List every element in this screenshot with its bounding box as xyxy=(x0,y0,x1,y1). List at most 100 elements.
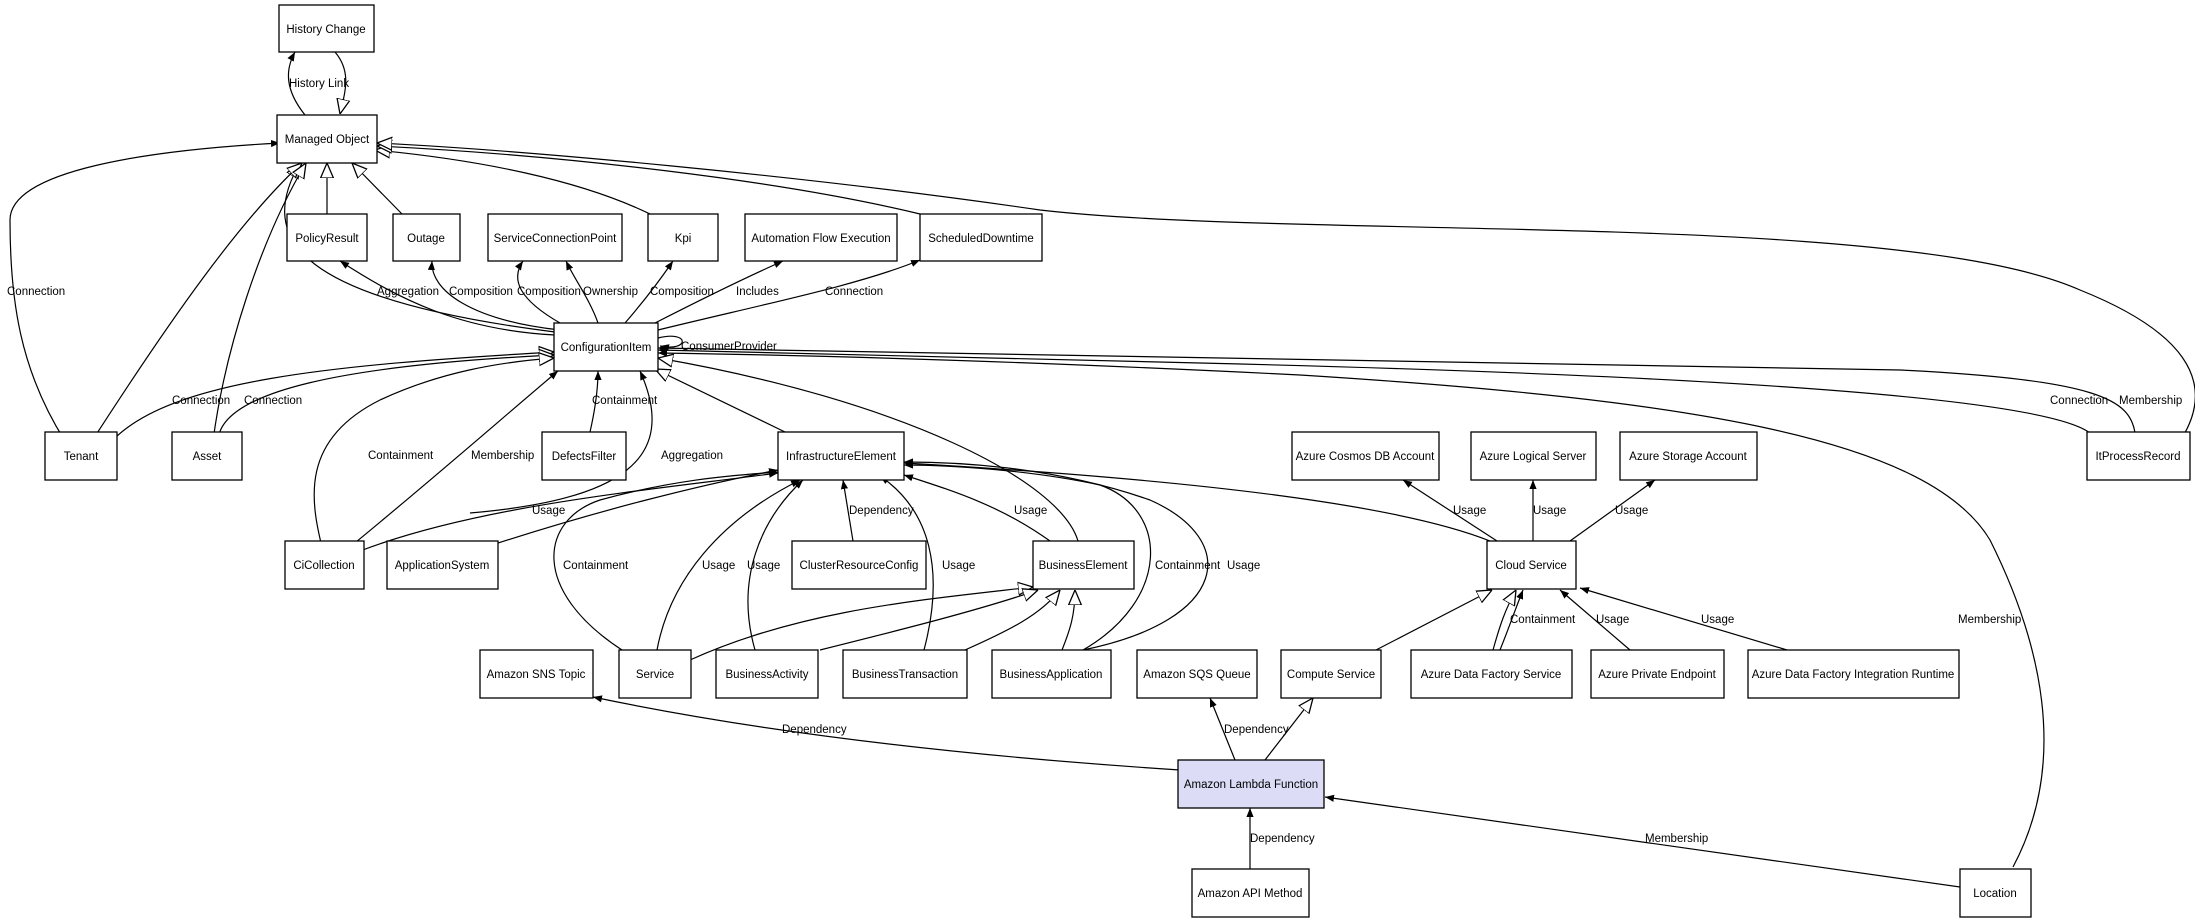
node-asset[interactable]: Asset xyxy=(171,431,243,481)
node-business-application[interactable]: BusinessApplication xyxy=(991,649,1112,699)
node-managed-object[interactable]: Managed Object xyxy=(276,114,378,164)
node-label: BusinessElement xyxy=(1039,560,1129,572)
label-ownership-scp: Ownership xyxy=(583,286,638,298)
node-label: Amazon SNS Topic xyxy=(487,669,586,681)
node-label: ConfigurationItem xyxy=(561,342,652,354)
edge-ci-scp-ownership xyxy=(565,260,599,324)
edge-clusterconfig-infra xyxy=(840,479,854,542)
edge-businessapp-businesselement xyxy=(1061,590,1075,651)
node-defects-filter[interactable]: DefectsFilter xyxy=(541,431,627,481)
node-tenant[interactable]: Tenant xyxy=(44,431,118,481)
label-membership-location-lambda: Membership xyxy=(1645,833,1708,845)
label-membership-cicollection: Membership xyxy=(471,450,534,462)
node-amazon-sns-topic[interactable]: Amazon SNS Topic xyxy=(479,649,594,699)
label-dependency-api: Dependency xyxy=(1250,833,1315,845)
edge-adf-cloud-containment xyxy=(1499,589,1524,651)
edge-businessactivity-infra xyxy=(747,479,804,651)
node-infrastructure-element[interactable]: InfrastructureElement xyxy=(777,431,905,481)
node-label: BusinessActivity xyxy=(725,669,808,681)
node-label: InfrastructureElement xyxy=(786,451,897,463)
edge-location-ci xyxy=(657,349,2045,868)
node-amazon-lambda-function[interactable]: Amazon Lambda Function xyxy=(1177,759,1325,809)
label-containment-cicollection: Containment xyxy=(368,450,434,462)
node-kpi[interactable]: Kpi xyxy=(647,213,719,262)
node-it-process-record[interactable]: ItProcessRecord xyxy=(2086,431,2191,481)
node-service[interactable]: Service xyxy=(618,649,692,699)
edge-ci-kpi xyxy=(624,260,674,324)
node-azure-private-endpoint[interactable]: Azure Private Endpoint xyxy=(1590,649,1725,699)
edge-lambda-sqs xyxy=(1209,697,1236,761)
node-configuration-item[interactable]: ConfigurationItem xyxy=(553,322,659,372)
label-tenant-connection: Connection xyxy=(7,286,65,298)
node-business-transaction[interactable]: BusinessTransaction xyxy=(842,649,968,699)
node-application-system[interactable]: ApplicationSystem xyxy=(386,540,499,590)
edge-asset-ci xyxy=(217,355,554,442)
edge-service-businesselement xyxy=(689,587,1033,661)
node-label: ApplicationSystem xyxy=(395,560,490,572)
node-label: Azure Data Factory Service xyxy=(1421,669,1562,681)
node-automation-flow-execution[interactable]: Automation Flow Execution xyxy=(744,213,898,262)
edge-managed-object-history-change xyxy=(287,51,306,116)
node-amazon-api-method[interactable]: Amazon API Method xyxy=(1191,868,1310,918)
edge-scheduleddowntime-managed-object xyxy=(377,146,921,215)
node-label: PolicyResult xyxy=(295,233,359,245)
node-service-connection-point[interactable]: ServiceConnectionPoint xyxy=(487,213,623,262)
node-history-change[interactable]: History Change xyxy=(278,4,375,53)
edge-itprocessrecord-managed-object xyxy=(377,143,2195,442)
edge-ci-scp-composition xyxy=(514,260,561,324)
node-label: Azure Data Factory Integration Runtime xyxy=(1752,669,1955,681)
edge-adf-cloud-inherit xyxy=(1492,590,1516,651)
node-label: Managed Object xyxy=(285,134,370,146)
node-label: ServiceConnectionPoint xyxy=(494,233,618,245)
label-connection-asset-ci: Connection xyxy=(244,395,302,407)
node-label: Azure Storage Account xyxy=(1629,451,1747,463)
edge-lambda-compute xyxy=(1264,698,1313,761)
node-cloud-service[interactable]: Cloud Service xyxy=(1486,540,1577,590)
node-business-element[interactable]: BusinessElement xyxy=(1032,540,1135,590)
edge-ci-managed-object xyxy=(284,163,556,333)
label-usage-be: Usage xyxy=(1014,505,1047,517)
node-outage[interactable]: Outage xyxy=(392,213,461,262)
edge-kpi-managed-object xyxy=(375,150,651,215)
edge-cicollection-ci-containment xyxy=(313,358,554,552)
edge-outage-managed-object xyxy=(352,163,403,215)
edge-compute-cloud xyxy=(1375,590,1492,651)
node-scheduled-downtime[interactable]: ScheduledDowntime xyxy=(919,213,1043,262)
node-policy-result[interactable]: PolicyResult xyxy=(286,213,368,262)
node-compute-service[interactable]: Compute Service xyxy=(1280,649,1382,699)
node-cluster-resource-config[interactable]: ClusterResourceConfig xyxy=(791,540,927,590)
edge-itprocess-ci-connection xyxy=(657,346,2091,434)
label-usage-pe: Usage xyxy=(1596,614,1629,626)
node-azure-data-factory-service[interactable]: Azure Data Factory Service xyxy=(1410,649,1573,699)
label-usage-bapp: Usage xyxy=(1227,560,1260,572)
edge-adfir-cloud xyxy=(1579,587,1788,651)
label-usage-logical: Usage xyxy=(1533,505,1566,517)
edge-cicollection-infra xyxy=(359,470,779,552)
node-business-activity[interactable]: BusinessActivity xyxy=(715,649,819,699)
label-membership-location: Membership xyxy=(1958,614,2021,626)
edge-cloudservice-infra xyxy=(903,459,1491,542)
node-label: Azure Logical Server xyxy=(1480,451,1587,463)
edge-tenant-managed-object xyxy=(91,163,302,442)
edge-businesselement-infra xyxy=(903,474,1051,542)
node-location[interactable]: Location xyxy=(1959,868,2032,918)
edge-ci-self xyxy=(657,335,683,352)
node-azure-logical-server[interactable]: Azure Logical Server xyxy=(1470,431,1597,481)
label-dependency-sns: Dependency xyxy=(782,724,847,736)
node-label: DefectsFilter xyxy=(552,451,617,463)
edge-businesstransaction-businesselement xyxy=(964,590,1060,651)
node-label: Cloud Service xyxy=(1495,560,1567,572)
node-ci-collection[interactable]: CiCollection xyxy=(284,540,365,590)
label-containment-adf: Containment xyxy=(1510,614,1576,626)
node-label: Tenant xyxy=(64,451,99,463)
node-amazon-sqs-queue[interactable]: Amazon SQS Queue xyxy=(1136,649,1258,699)
node-azure-storage-account[interactable]: Azure Storage Account xyxy=(1619,431,1758,481)
edge-itprocess-ci-membership xyxy=(657,344,2136,434)
node-label: BusinessTransaction xyxy=(852,669,958,681)
label-dependency-cluster: Dependency xyxy=(849,505,914,517)
edge-infra-ci xyxy=(655,369,786,433)
edge-ci-policyresult xyxy=(339,260,556,336)
node-azure-data-factory-integration-runtime[interactable]: Azure Data Factory Integration Runtime xyxy=(1747,649,1960,699)
label-containment-bapp: Containment xyxy=(1155,560,1221,572)
node-azure-cosmos-db-account[interactable]: Azure Cosmos DB Account xyxy=(1291,431,1440,481)
